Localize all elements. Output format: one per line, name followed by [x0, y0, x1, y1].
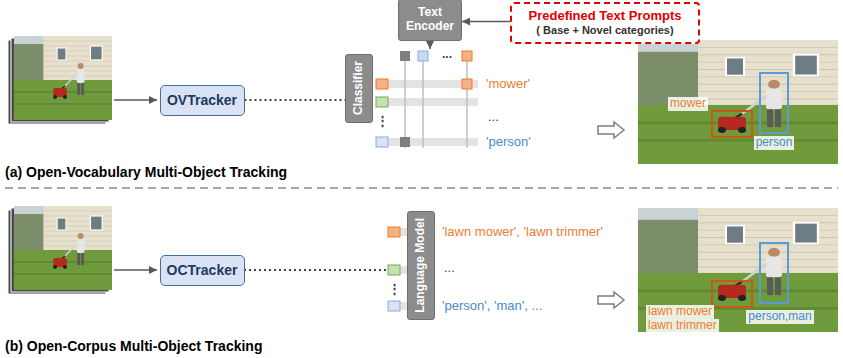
- input-frames: [8, 206, 112, 294]
- output-frame: [638, 40, 838, 164]
- box-label: person: [754, 136, 795, 150]
- connector: [245, 99, 346, 101]
- label: 'person': [486, 135, 531, 150]
- input-arrow: [114, 99, 157, 101]
- similarity-grid: [376, 51, 478, 148]
- label: ⋮: [376, 114, 389, 129]
- label: ...: [442, 48, 452, 62]
- node-text: Classifier: [352, 61, 366, 115]
- label: (a) Open-Vocabulary Multi-Object Trackin…: [5, 164, 287, 180]
- tracker-box: OCTracker: [160, 255, 245, 286]
- label: 'person', 'man', ...: [442, 299, 542, 314]
- node-text: OCTracker: [167, 262, 238, 278]
- classifier-box: Classifier: [345, 54, 373, 123]
- label: (b) Open-Corpus Multi-Object Tracking: [5, 338, 262, 354]
- label: ⋮: [388, 282, 401, 297]
- box-label: person,man: [746, 310, 813, 324]
- node-text: OVTracker: [167, 92, 237, 108]
- result-arrow: [598, 122, 624, 138]
- prompt-box: Predefined Text Prompts( Base + Novel ca…: [510, 2, 700, 44]
- node-text: Predefined Text Prompts: [529, 9, 682, 24]
- input-arrow: [114, 269, 157, 271]
- tracker-box: OVTracker: [160, 85, 245, 116]
- encoder-arrow: [429, 41, 431, 49]
- node-text: Text Encoder: [403, 6, 457, 34]
- label: ...: [444, 261, 455, 276]
- label: 'lawn mower', 'lawn trimmer': [442, 225, 603, 240]
- label: ...: [488, 110, 499, 125]
- box-label: lawn mower: [646, 305, 714, 319]
- output-frame: [638, 208, 838, 332]
- connector: [462, 21, 510, 23]
- box-label: mower: [668, 97, 708, 111]
- box-label: lawn trimmer: [646, 319, 719, 333]
- feature-line: [244, 269, 386, 271]
- embedding-column: [388, 227, 408, 311]
- label: 'mower': [486, 77, 530, 92]
- result-arrow: [598, 292, 624, 308]
- language-model-box: Language Model: [407, 211, 435, 320]
- video-frame: [14, 206, 112, 290]
- video-frame: [14, 36, 112, 120]
- node-text: Language Model: [414, 218, 428, 313]
- encoder-box: Text Encoder: [398, 0, 462, 41]
- node-text: ( Base + Novel categories): [536, 24, 673, 37]
- separator: [5, 187, 838, 189]
- input-frames: [8, 36, 112, 124]
